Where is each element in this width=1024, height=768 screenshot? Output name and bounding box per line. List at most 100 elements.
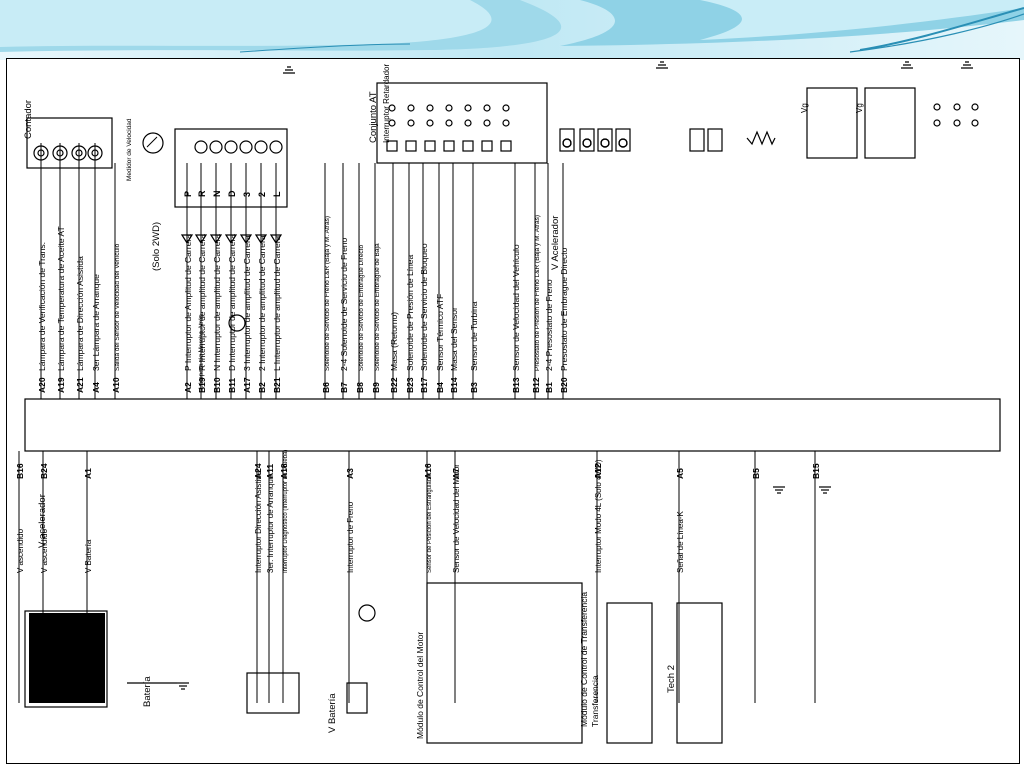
pin-label: Sensor de Posición del Estrangulador — [427, 473, 433, 573]
diode-icon — [269, 234, 283, 245]
lamp-icon — [33, 145, 49, 161]
pin-label: Interruptor Modo 4L (Solo 4WD) — [594, 459, 603, 573]
lamp-icon — [224, 140, 238, 154]
v-acelerador-left-label: V acelerador — [37, 494, 48, 548]
switch-contact-icon — [464, 119, 472, 127]
pin-id: A7 — [451, 468, 461, 479]
pin-label: 3er Lámpara de Arranque — [91, 274, 101, 371]
pin-label: Solenoide de Servicio de Bloqueo — [419, 243, 429, 371]
pin-label: Lámpara de Verificación de Trans. — [37, 242, 47, 371]
pin-id: A18 — [279, 463, 289, 479]
solo-2wd-label: (Solo 2WD) — [151, 222, 162, 271]
diode-icon — [239, 234, 253, 245]
pin-id: A11 — [265, 464, 275, 479]
switch-contact-icon — [464, 104, 472, 112]
pin-label: 3er. Interruptor de Arranque — [266, 474, 275, 573]
switch-group-box — [246, 672, 300, 714]
pressure-switch-icon — [971, 103, 979, 111]
switch-contact-icon — [388, 104, 396, 112]
pin-id: A17 — [242, 377, 252, 393]
lamp-icon — [75, 149, 83, 157]
pressure-switch-icon — [933, 119, 941, 127]
thermistor-icon — [746, 130, 776, 146]
pin-label: R Interruptor de amplitud de Carrera — [197, 234, 207, 371]
slide-header-banner — [0, 0, 1024, 60]
matrix-cell — [29, 643, 48, 673]
wire — [146, 136, 158, 148]
tech2-box — [676, 602, 723, 744]
switch-contact-icon — [445, 104, 453, 112]
pin-label: Solenoide de Presión de Línea — [405, 254, 415, 371]
pin-label: Solenoide de Servicio de Embrague Direct… — [358, 245, 365, 371]
pressure-switch-icon — [953, 103, 961, 111]
brake-switch-box — [346, 682, 368, 714]
switch-icon — [481, 140, 493, 152]
pin-label: V Batería — [84, 539, 93, 573]
pin-label: 2-4 Solenoide de Servicio de Freno — [339, 237, 349, 371]
interruptor-retardador-label: Interruptor Retardador — [382, 64, 391, 143]
lamp-icon — [209, 140, 223, 154]
matrix-label: Apagado — [35, 679, 41, 699]
pin-id: A21 — [75, 377, 85, 393]
pin-label: Señal de Línea-K — [676, 511, 685, 573]
switch-contact-icon — [502, 104, 510, 112]
pin-label: L Interruptor de amplitud de Carrera — [272, 235, 282, 371]
solenoid-icon — [579, 128, 595, 152]
switch-contact-icon — [426, 119, 434, 127]
pin-id: A2 — [183, 382, 193, 393]
pin-id: A3 — [345, 468, 355, 479]
pin-id: B2 — [257, 382, 267, 393]
pin-id: B16 — [15, 463, 25, 479]
switch-icon — [405, 140, 417, 152]
modulo-transferencia-label-2: Transferencia — [590, 675, 600, 727]
switch-icon — [443, 140, 455, 152]
pin-id: A20 — [37, 377, 47, 393]
pin-label: Sensor de Velocidad del Vehículo — [511, 244, 521, 371]
matrix-cell — [48, 643, 67, 673]
lamp-icon — [91, 149, 99, 157]
switch-contact-icon — [483, 119, 491, 127]
solenoid-icon — [689, 128, 705, 152]
v-acelerador-top-label: V Acelerador — [550, 216, 561, 270]
pin-label: Interruptor Diagnóstico (Interruptor de … — [283, 450, 289, 573]
solenoid-coil-icon — [562, 138, 572, 148]
switch-contact-icon — [407, 104, 415, 112]
switch-icon — [462, 140, 474, 152]
switch-contact-icon — [445, 119, 453, 127]
gear-label: P — [183, 191, 193, 197]
vehicle-speed-sensor-box — [864, 87, 916, 159]
lamp-icon — [71, 145, 87, 161]
lampara-marcha-atras-label: Lámpara de Marcha Atrás — [198, 313, 205, 389]
reverse-lamp-icon — [228, 314, 246, 332]
solenoid-icon — [707, 128, 723, 152]
diode-icon — [180, 234, 194, 245]
pin-id: B5 — [751, 468, 761, 479]
pin-label: D Interruptor de amplitud de Carrera — [227, 234, 237, 371]
pin-id: B7 — [339, 382, 349, 393]
pin-label: P Interruptor de Amplitud de Carrera — [183, 234, 193, 371]
switch-contact-icon — [407, 119, 415, 127]
pin-label: Lámpara de Dirección Asistida — [75, 256, 85, 371]
ignition-switch-matrix — [24, 610, 108, 708]
pressure-switch-icon — [953, 119, 961, 127]
pin-label: Interruptor Dirección Asistida — [254, 470, 263, 573]
pin-id: B22 — [389, 377, 399, 393]
diode-icon — [224, 234, 238, 245]
pin-id: B10 — [212, 377, 222, 393]
contador-box — [26, 117, 113, 169]
pin-id: A5 — [675, 468, 685, 479]
pin-id: B12 — [531, 377, 541, 393]
solenoid-icon — [615, 128, 631, 152]
matrix-cell — [29, 673, 48, 703]
pin-id: B9 — [371, 382, 381, 393]
diode-icon — [209, 234, 223, 245]
switch-icon — [386, 140, 398, 152]
matrix-label: Encendido — [83, 675, 89, 699]
vg-label-1: Vg — [800, 103, 809, 113]
modulo-transferencia-box — [606, 602, 653, 744]
solenoid-icon — [559, 128, 575, 152]
switch-icon — [500, 140, 512, 152]
